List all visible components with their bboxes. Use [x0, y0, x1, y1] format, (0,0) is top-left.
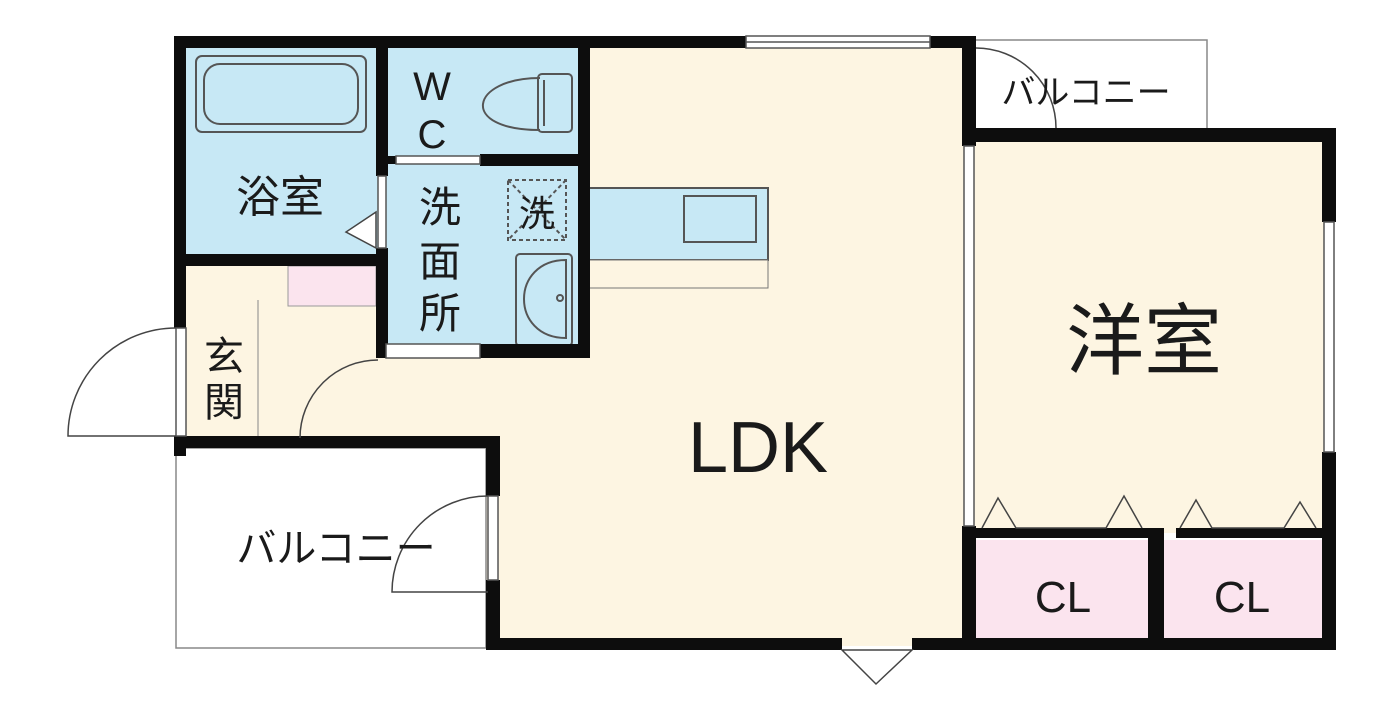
- walls: [174, 36, 1336, 650]
- washroom-label-1: 洗: [419, 183, 461, 232]
- top-balcony-door-swing: [975, 47, 1057, 129]
- balcony-door-gap: [487, 495, 499, 581]
- door-swings: [67, 47, 1317, 686]
- washer-label: 洗: [519, 194, 555, 235]
- washroom-label-2: 面: [419, 237, 461, 286]
- wc-door-gap: [395, 155, 481, 165]
- balcony-top-area: [971, 39, 1208, 131]
- south-window-marker: [840, 649, 914, 686]
- wc-floor: [385, 46, 585, 158]
- western-left-window: [963, 145, 975, 527]
- western-right-window: [1323, 221, 1335, 453]
- bathtub-icon: [195, 55, 367, 133]
- room-fills: [175, 39, 1325, 649]
- closet-left-label: CL: [1035, 573, 1091, 622]
- bathroom-floor: [182, 46, 382, 258]
- washroom-label-3: 所: [419, 289, 461, 338]
- entrance-door-swing: [67, 327, 177, 437]
- bathroom-label: 浴室: [236, 172, 324, 223]
- wc-label-c: C: [418, 113, 447, 157]
- closet-door-marks: [981, 494, 1143, 529]
- washroom-floor: [385, 162, 585, 352]
- balcony-top-label: バルコニー: [1001, 73, 1170, 113]
- corridor-door-swing: [299, 359, 379, 439]
- western-room-floor: [970, 138, 1325, 533]
- kitchen-counter: [587, 187, 769, 261]
- washroom-door-gap: [385, 343, 481, 359]
- closet-right-floor: [1162, 540, 1324, 642]
- balcony-bottom-area: [175, 447, 487, 649]
- bath-door-marker: [344, 210, 377, 250]
- fixtures: [195, 55, 769, 436]
- washer-pan-icon: [507, 179, 567, 241]
- entrance-door-gap: [175, 327, 187, 437]
- wc-label-w: W: [413, 65, 451, 109]
- labels: LDK 洋室 浴室 W C 洗 面 所 洗 玄 関 バルコニー バルコニー CL…: [204, 65, 1270, 622]
- entrance-label-1: 玄: [204, 334, 244, 380]
- ldk-label: LDK: [688, 408, 828, 488]
- windows: [175, 35, 1335, 581]
- bath-door-gap: [377, 175, 387, 249]
- entrance-label-2: 関: [204, 380, 244, 426]
- closet-right-label: CL: [1214, 573, 1270, 622]
- western-room-label: 洋室: [1066, 297, 1222, 387]
- balcony-door-swing: [391, 495, 489, 593]
- toilet-icon: [481, 73, 573, 133]
- closet-left-floor: [972, 540, 1154, 642]
- balcony-bottom-label: バルコニー: [236, 526, 435, 572]
- shoe-cabinet: [287, 265, 377, 307]
- sink-icon: [683, 195, 757, 243]
